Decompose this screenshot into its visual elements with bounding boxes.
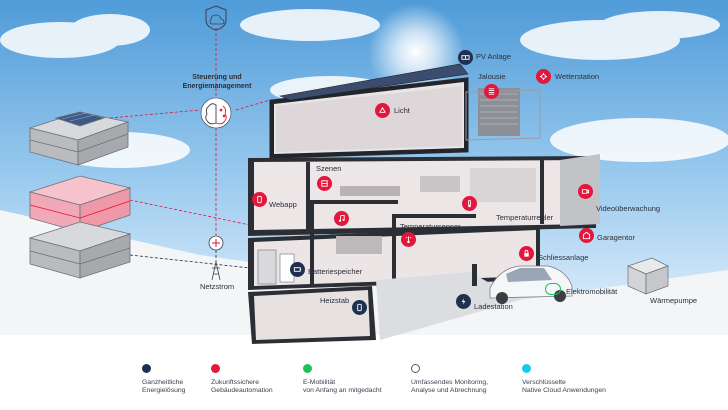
control-label-line2: Energiemanagement [182,82,252,90]
pv-label: PV Anlage [476,52,512,61]
charging-station-label: Ladestation [474,302,513,311]
solar-panel-icon [458,50,473,65]
temperature-sensor-label: Temperatursensor [400,222,461,231]
legend-item-monitoring: Umfassendes Monitoring, Analyse und Abre… [411,364,488,396]
battery-storage-label: Batteriespeicher [308,267,363,276]
control-energy-management-label: Steuerung und Energiemanagement [172,74,262,92]
legend-text-line1: Ganzheitliche [142,379,184,386]
heating-rod-label: Heizstab [320,296,350,305]
thermostat-icon [462,196,477,211]
legend-dot [303,364,312,373]
control-label-line1: Steuerung und [192,74,242,81]
music-label: Musik [329,228,349,237]
thermostat-label: Temperaturregler [496,213,554,222]
charging-station-icon [456,294,471,309]
legend-text-line1: Verschlüsselte [522,379,566,386]
camera-icon [578,184,593,199]
weather-station-icon [536,69,551,84]
grid-power-label: Netzstrom [200,282,235,291]
legend-text-line2: von Anfang an mitgedacht [303,387,382,395]
legend-text-line1: E-Mobilität [303,379,336,386]
scenes-label: Szenen [316,164,342,173]
legend-text-line2: Native Cloud Anwendungen [522,387,606,395]
weather-station-label: Wetterstation [555,72,600,81]
legend-dot [522,364,531,373]
scenes-icon [317,176,332,191]
temperature-sensor-icon [401,232,416,247]
blinds-icon [484,84,499,99]
garage-door-icon [579,228,594,243]
heat-pump-label: Wärmepumpe [650,296,698,305]
blinds-label: Jalousie [478,72,506,81]
e-mobility-label: Elektromobilität [566,287,618,296]
legend-dot [411,364,420,373]
legend-item-e-mobility: E-Mobilität von Anfang an mitgedacht [303,364,382,396]
music-icon [334,211,349,226]
lock-system-label: Schliessanlage [538,253,589,262]
battery-icon [290,262,305,277]
light-icon [375,103,390,118]
garage-door-label: Garagentor [597,233,635,242]
legend-text-line2: Gebäudeautomation [211,387,273,395]
legend-item-automation: Zukunftssichere Gebäudeautomation [211,364,273,396]
legend-dot [211,364,220,373]
legend-text-line2: Analyse und Abrechnung [411,387,487,395]
lock-icon [519,246,534,261]
video-surveillance-label: Videoüberwachung [596,204,661,213]
light-label: Licht [394,106,410,115]
webapp-label: Webapp [269,200,297,209]
legend-text-line2: Energielösung [142,387,186,395]
legend-text-line1: Umfassendes Monitoring, [411,379,489,386]
legend-item-cloud: Verschlüsselte Native Cloud Anwendungen [522,364,606,396]
webapp-icon [252,192,267,207]
legend-dot [142,364,151,373]
legend-text-line1: Zukunftssichere [211,379,259,386]
ev-car-icon [545,283,561,295]
legend-item-energy: Ganzheitliche Energielösung [142,364,185,396]
heating-rod-icon [352,300,367,315]
